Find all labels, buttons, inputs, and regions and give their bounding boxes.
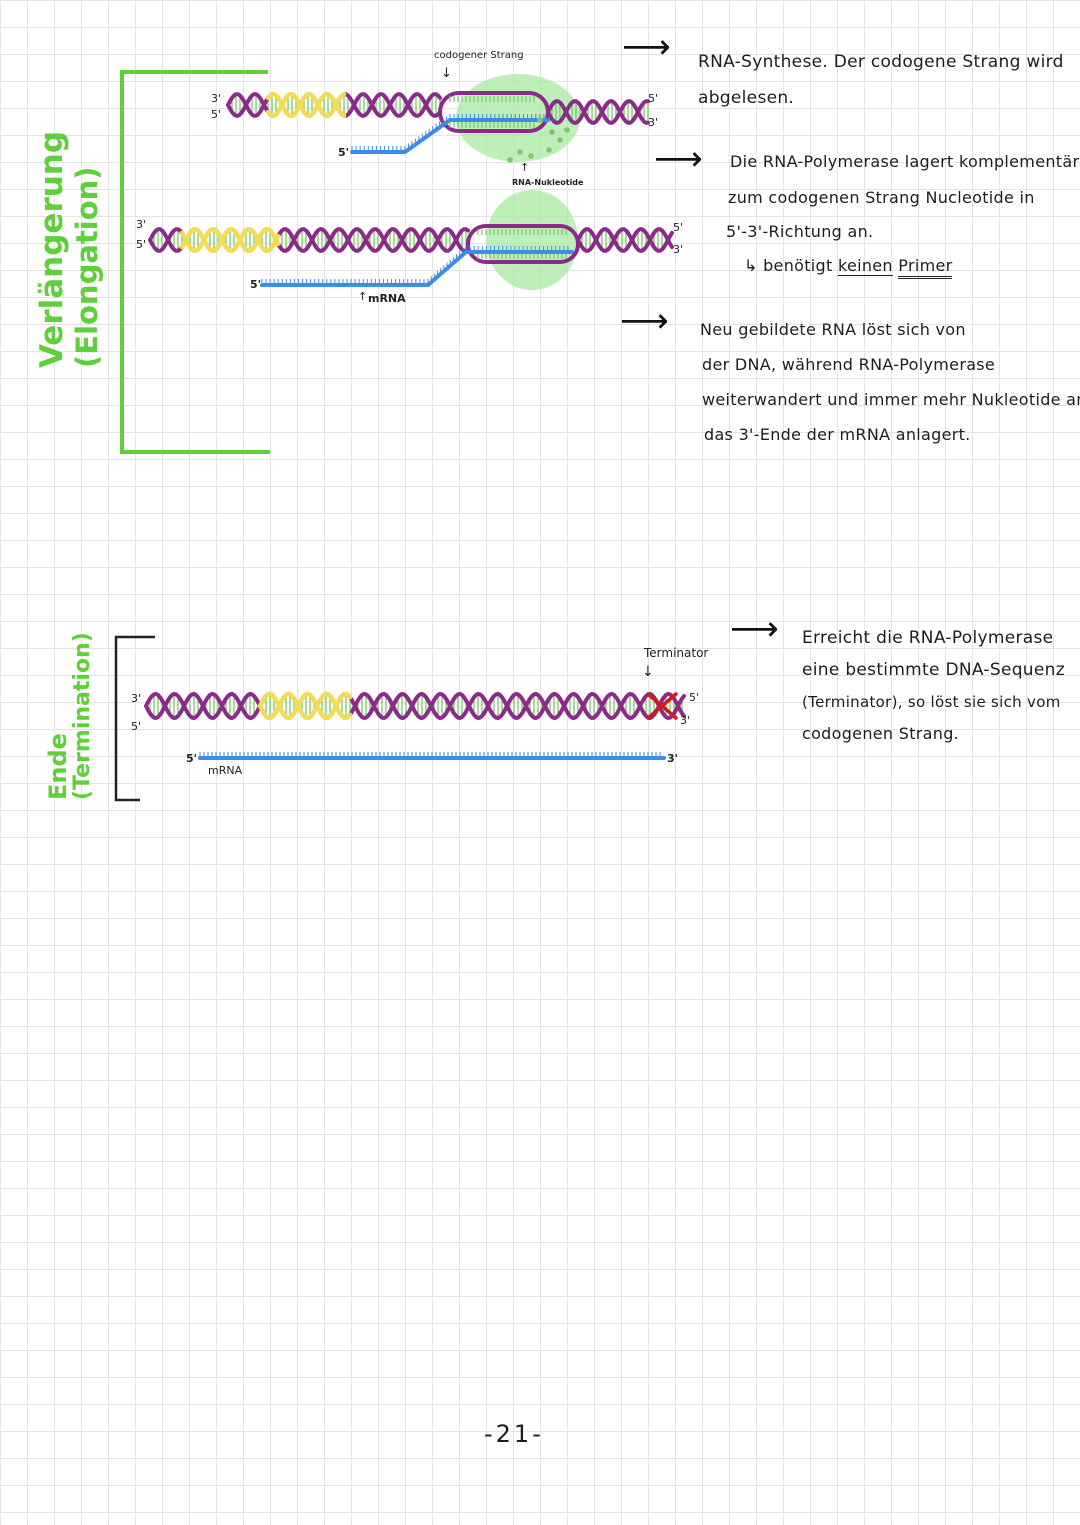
- note-termination-line2: eine bestimmte DNA-Sequenz: [802, 660, 1065, 680]
- note-polymerase-line3: 5'-3'-Richtung an.: [726, 222, 874, 241]
- end-label-3-right2: 3': [673, 243, 684, 256]
- note-polymerase-line2: zum codogenen Strang Nucleotide in: [728, 188, 1035, 207]
- termination-bracket: [114, 635, 155, 802]
- end-label-3-term: 3': [131, 692, 142, 705]
- end-label-5-top2: 5': [136, 238, 147, 251]
- end-label-5-right2: 5': [673, 221, 684, 234]
- helix-termination-strand-0: [144, 691, 686, 721]
- note-termination-line4: codogenen Strang.: [802, 724, 960, 743]
- end-label-3-right-term: 3': [680, 714, 691, 727]
- nucleotide-arrow: ↑: [520, 161, 530, 174]
- arrow-icon-1: ⟶: [622, 27, 671, 67]
- note-termination-line1: Erreicht die RNA-Polymerase: [802, 628, 1054, 648]
- note-synthesis-line2: abgelesen.: [698, 88, 795, 108]
- arrow-icon-3: ⟶: [620, 301, 669, 341]
- end-label-5-mrna-term: 5': [186, 752, 198, 765]
- helix-elongation-1-right-strand-0: [546, 99, 650, 125]
- codogen-arrow: ↓: [441, 66, 452, 81]
- helix-elongation-1-promoter-0-1: [265, 91, 347, 119]
- rna-nucleotide-1: [549, 129, 555, 135]
- nucleotide-label: RNA-Nukleotide: [512, 178, 584, 187]
- end-label-5-right-term: 5': [689, 691, 700, 704]
- terminator-label: Terminator: [644, 646, 709, 660]
- mrna-label-termination: mRNA: [208, 764, 243, 777]
- rna-nucleotide-5: [517, 149, 523, 155]
- end-label-5-right1: 5': [648, 92, 659, 105]
- end-label-3-mrna-term: 3': [667, 752, 679, 765]
- rna-nucleotide-4: [528, 153, 534, 159]
- note-keiner: keinen: [837, 256, 893, 276]
- note-release-line2: der DNA, während RNA-Polymerase: [702, 355, 996, 374]
- helix-elongation-1-right-strand-1: [546, 99, 650, 125]
- end-label-3-right1: 3': [648, 116, 659, 129]
- helix-termination-promoter-0-1: [257, 691, 353, 721]
- note-primer: Primer: [898, 256, 953, 279]
- end-label-5-top1: 5': [211, 108, 222, 121]
- rna-nucleotide-0: [537, 117, 543, 123]
- note-polymerase-line1: Die RNA-Polymerase lagert komplementär: [730, 152, 1080, 171]
- terminator-sequence: [646, 692, 678, 720]
- helix-elongation-2-right-strand-1: [576, 227, 674, 253]
- end-label-3-top2: 3': [136, 218, 147, 231]
- helix-elongation-2-right-strand-0: [576, 227, 674, 253]
- rna-nucleotide-2: [557, 137, 563, 143]
- note-release-line3: weiterwandert und immer mehr Nukleotide …: [702, 390, 1080, 409]
- rna-nucleotide-7: [564, 127, 570, 133]
- helix-elongation-2-promoter-0-1: [179, 226, 281, 254]
- note-release-line1: Neu gebildete RNA löst sich von: [700, 320, 966, 339]
- rna-polymerase-2: [486, 190, 578, 290]
- note-termination-line3: (Terminator), so löst sie sich vom: [802, 693, 1061, 711]
- helix-elongation-2-promoter-0-0: [179, 226, 281, 254]
- note-polymerase-line4: ↳ benötigt keinen Primer: [744, 256, 953, 279]
- helix-elongation-1-promoter-0-0: [265, 91, 347, 119]
- mrna-arrow: ↑: [358, 290, 368, 303]
- mrna-label-elongation: mRNA: [368, 292, 406, 305]
- end-label-5-mrna1: 5': [338, 146, 350, 159]
- codogen-strand-label: codogener Strang: [434, 50, 524, 61]
- end-label-5-term: 5': [131, 720, 142, 733]
- arrow-icon-4: ⟶: [730, 609, 779, 649]
- elongation-bracket: [120, 70, 270, 454]
- rna-nucleotide-3: [546, 147, 552, 153]
- note-primer-prefix: ↳ benötigt: [744, 256, 833, 275]
- rna-nucleotide-6: [507, 157, 513, 163]
- end-label-3-top1: 3': [211, 92, 222, 105]
- helix-termination-strand-1: [144, 691, 686, 721]
- terminator-arrow: ↓: [642, 664, 654, 680]
- arrow-icon-2: ⟶: [654, 139, 703, 179]
- page-number: -21-: [484, 1420, 544, 1448]
- note-synthesis-line1: RNA-Synthese. Der codogene Strang wird: [698, 52, 1064, 72]
- note-release-line4: das 3'-Ende der mRNA anlagert.: [704, 425, 971, 444]
- end-label-5-mrna2: 5': [250, 278, 262, 291]
